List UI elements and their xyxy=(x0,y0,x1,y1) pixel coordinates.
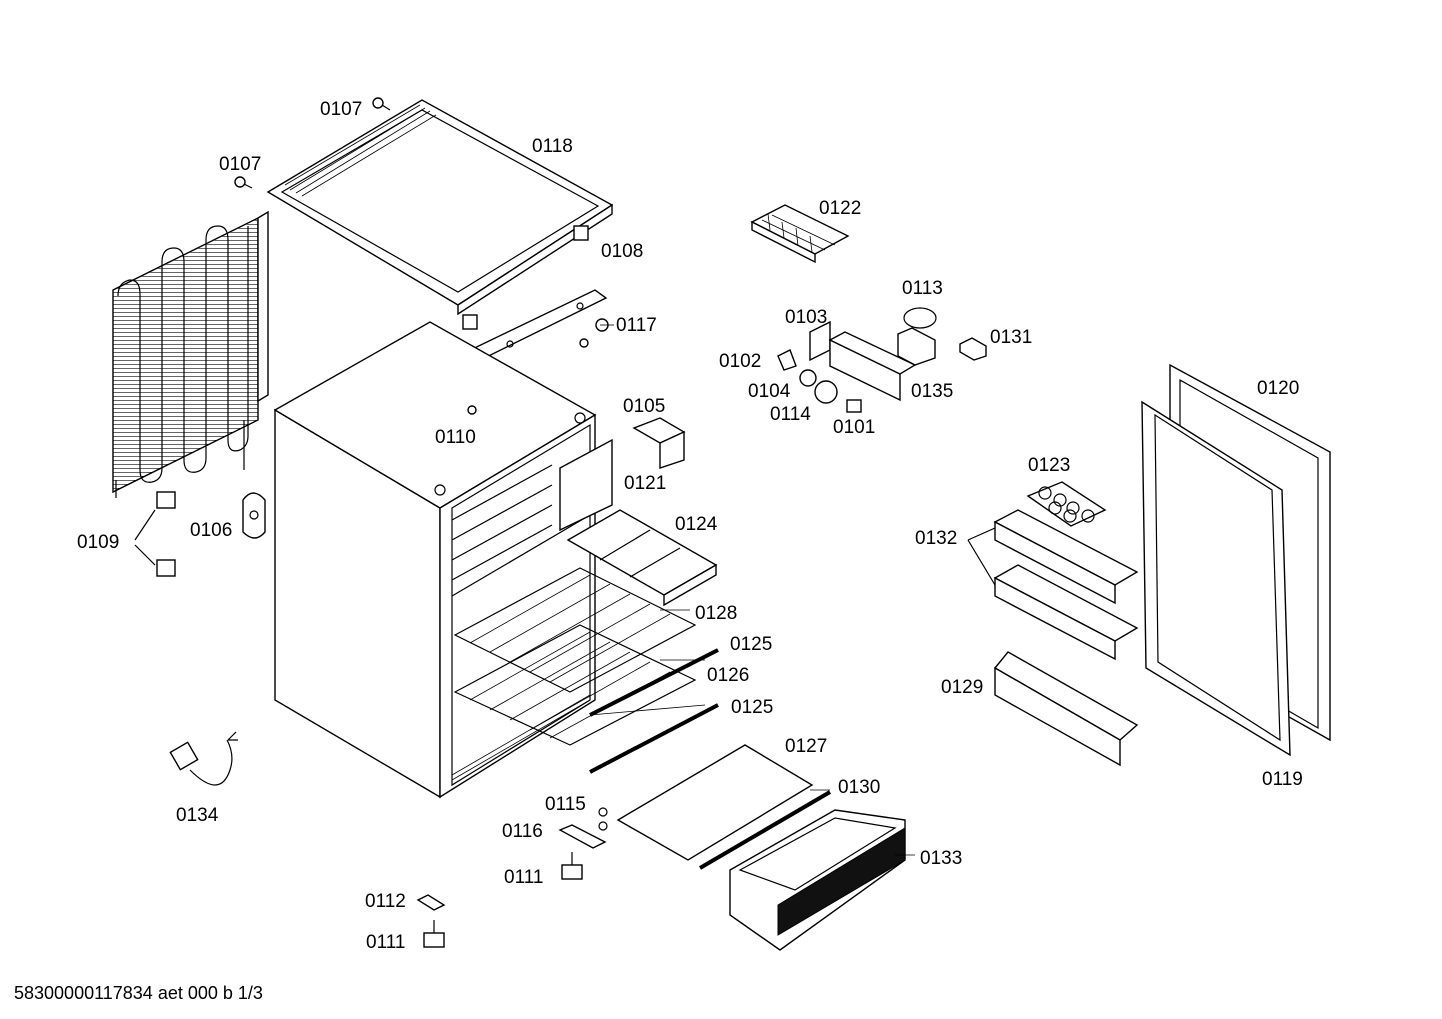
part-label-0125: 0125 xyxy=(730,634,773,655)
glass-shelf xyxy=(616,744,832,870)
part-label-0126: 0126 xyxy=(707,665,750,686)
wire-shelf xyxy=(453,567,697,746)
ice-compartment-door xyxy=(559,438,613,532)
part-label-0128: 0128 xyxy=(695,603,738,624)
part-label-0119: 0119 xyxy=(1262,769,1303,790)
compressor-part xyxy=(242,492,266,539)
part-label-0130: 0130 xyxy=(838,777,881,798)
egg-tray xyxy=(1026,481,1107,527)
screw-icon xyxy=(234,176,253,189)
door-panel xyxy=(1141,363,1331,757)
part-label-0124: 0124 xyxy=(675,514,718,535)
part-label-0120: 0120 xyxy=(1257,378,1300,399)
part-label-0116: 0116 xyxy=(502,821,543,842)
part-label-0107: 0107 xyxy=(320,99,363,120)
thermostat-assembly xyxy=(777,307,987,413)
part-label-0131: 0131 xyxy=(990,327,1033,348)
shelf-rail xyxy=(589,648,719,774)
part-label-0121: 0121 xyxy=(624,473,667,494)
part-label-0107: 0107 xyxy=(219,154,262,175)
part-label-0112: 0112 xyxy=(365,891,406,912)
ice-tray xyxy=(750,204,850,264)
document-footer-code: 58300000117834 aet 000 b 1/3 xyxy=(14,983,263,1003)
part-label-0103: 0103 xyxy=(785,307,828,328)
relay-block xyxy=(134,491,176,577)
drip-tray xyxy=(566,509,718,607)
part-label-0102: 0102 xyxy=(719,351,762,372)
part-label-0133: 0133 xyxy=(920,848,963,869)
screw-icon xyxy=(372,97,391,111)
hinge-cap xyxy=(462,225,589,330)
part-label-0101: 0101 xyxy=(833,417,876,438)
part-label-0134: 0134 xyxy=(176,805,219,826)
part-label-0104: 0104 xyxy=(748,381,791,402)
part-label-0108: 0108 xyxy=(601,241,644,262)
part-label-0111: 0111 xyxy=(504,867,544,888)
bracket-piece xyxy=(632,417,686,469)
door-bin xyxy=(967,509,1139,767)
part-label-0122: 0122 xyxy=(819,198,862,219)
part-label-0105: 0105 xyxy=(623,396,666,417)
cabinet-body xyxy=(273,321,597,799)
part-label-0123: 0123 xyxy=(1028,455,1071,476)
part-label-0114: 0114 xyxy=(770,404,811,425)
part-label-0106: 0106 xyxy=(190,520,233,541)
part-label-0117: 0117 xyxy=(616,315,657,336)
top-cover xyxy=(266,99,614,316)
part-label-0113: 0113 xyxy=(902,278,943,299)
part-label-0135: 0135 xyxy=(911,381,954,402)
part-label-0129: 0129 xyxy=(941,677,984,698)
part-label-0110: 0110 xyxy=(435,427,476,448)
condenser-coil xyxy=(112,210,269,498)
part-label-0127: 0127 xyxy=(785,736,828,757)
power-cable xyxy=(169,731,238,786)
crisper-drawer xyxy=(729,809,906,951)
leader-lines xyxy=(589,324,915,856)
part-label-0111: 0111 xyxy=(366,932,406,953)
part-label-0118: 0118 xyxy=(532,136,573,157)
part-label-0115: 0115 xyxy=(545,794,586,815)
part-label-0132: 0132 xyxy=(915,528,958,549)
part-label-0125: 0125 xyxy=(731,697,774,718)
part-label-0109: 0109 xyxy=(77,532,120,553)
foot-parts xyxy=(416,807,608,948)
